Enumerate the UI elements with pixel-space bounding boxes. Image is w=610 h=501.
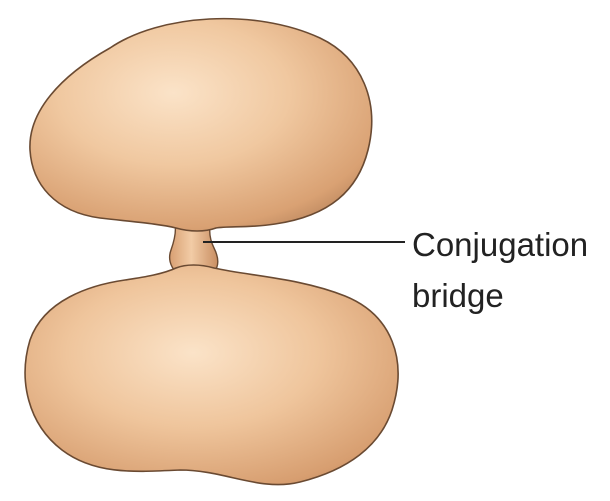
label-bridge: bridge [412,277,504,314]
label-conjugation: Conjugation [412,226,588,263]
bottom-cell [25,265,398,485]
